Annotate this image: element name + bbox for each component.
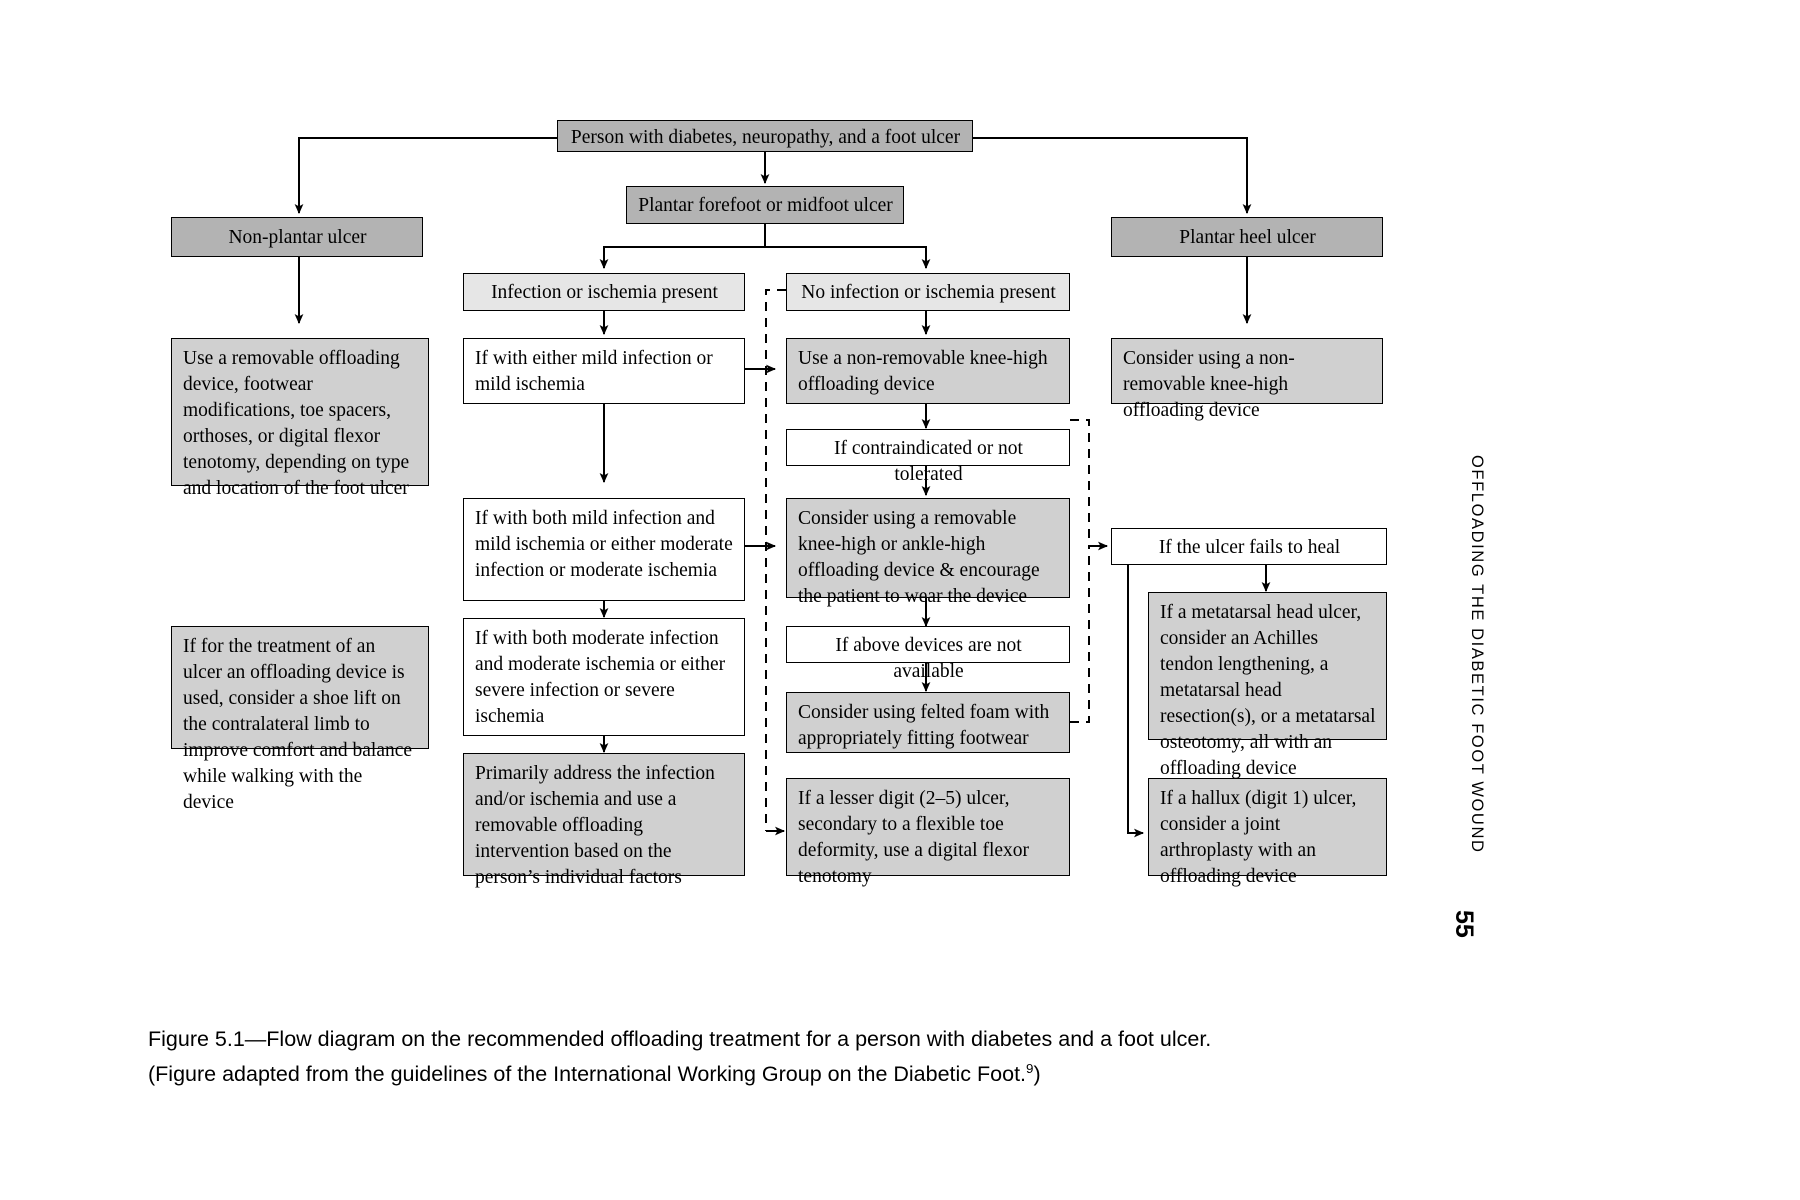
figure-caption-line2-post: ) [1033, 1061, 1041, 1086]
node-contraindicated: If contraindicated or not tolerated [786, 429, 1070, 485]
figure-caption: Figure 5.1—Flow diagram on the recommend… [148, 1022, 1444, 1092]
node-plantar-forefoot: Plantar forefoot or midfoot ulcer [626, 186, 904, 224]
node-plantar-forefoot-label: Plantar forefoot or midfoot ulcer [638, 195, 893, 216]
node-mild-label: If with either mild infection or mild is… [475, 348, 713, 395]
node-hallux-label: If a hallux (digit 1) ulcer, consider a … [1160, 788, 1357, 887]
figure-caption-line2: (Figure adapted from the guidelines of t… [148, 1057, 1444, 1092]
node-primarily-address: Primarily address the infection and/or i… [463, 753, 745, 888]
figure-caption-line1: Figure 5.1—Flow diagram on the recommend… [148, 1027, 1212, 1051]
node-felted-foam-label: Consider using felted foam with appropri… [798, 702, 1050, 749]
node-felted-foam: Consider using felted foam with appropri… [786, 692, 1070, 753]
node-fails-to-heal: If the ulcer fails to heal [1111, 528, 1387, 565]
node-not-available: If above devices are not available [786, 626, 1070, 682]
node-removable-knee-ankle-label: Consider using a removable knee-high or … [798, 508, 1040, 607]
node-severe: If with both moderate infection and mode… [463, 618, 745, 736]
node-nonplantar-shoelift: If for the treatment of an ulcer an offl… [171, 626, 429, 813]
node-moderate-label: If with both mild infection and mild isc… [475, 508, 733, 581]
node-nonplantar-shoelift-label: If for the treatment of an ulcer an offl… [183, 636, 413, 813]
node-nonplantar-ulcer-label: Non-plantar ulcer [228, 227, 367, 248]
node-primarily-address-label: Primarily address the infection and/or i… [475, 763, 715, 888]
node-removable-knee-ankle: Consider using a removable knee-high or … [786, 498, 1070, 607]
node-lesser-digit-label: If a lesser digit (2–5) ulcer, secondary… [798, 788, 1030, 887]
node-no-infection: No infection or ischemia present [786, 273, 1070, 311]
node-metatarsal: If a metatarsal head ulcer, consider an … [1148, 592, 1387, 779]
node-no-infection-label: No infection or ischemia present [801, 282, 1056, 303]
node-heel-nonremovable-label: Consider using a non-removable knee-high… [1123, 348, 1295, 421]
node-plantar-heel-ulcer: Plantar heel ulcer [1111, 217, 1383, 257]
node-nonplantar-treatment-label: Use a removable offloading device, footw… [183, 348, 410, 499]
node-root: Person with diabetes, neuropathy, and a … [557, 120, 973, 152]
node-plantar-heel-ulcer-label: Plantar heel ulcer [1179, 227, 1316, 248]
node-infection-present: Infection or ischemia present [463, 273, 745, 311]
node-lesser-digit: If a lesser digit (2–5) ulcer, secondary… [786, 778, 1070, 887]
node-hallux: If a hallux (digit 1) ulcer, consider a … [1148, 778, 1387, 887]
node-fails-to-heal-label: If the ulcer fails to heal [1158, 537, 1341, 558]
page-number: 55 [1450, 910, 1478, 938]
running-header-title: OFFLOADING THE DIABETIC FOOT WOUND [1468, 455, 1486, 854]
node-infection-present-label: Infection or ischemia present [491, 282, 718, 303]
node-nonremovable-knee-label: Use a non-removable knee-high offloading… [798, 348, 1048, 395]
figure-caption-line2-pre: (Figure adapted from the guidelines of t… [148, 1061, 1027, 1086]
node-nonremovable-knee: Use a non-removable knee-high offloading… [786, 338, 1070, 404]
figure-caption-superscript: 9 [1026, 1060, 1034, 1076]
node-not-available-label: If above devices are not available [835, 635, 1022, 682]
node-metatarsal-label: If a metatarsal head ulcer, consider an … [1160, 602, 1376, 779]
node-mild: If with either mild infection or mild is… [463, 338, 745, 404]
node-nonplantar-ulcer: Non-plantar ulcer [171, 217, 423, 257]
node-root-label: Person with diabetes, neuropathy, and a … [570, 127, 961, 148]
node-moderate: If with both mild infection and mild isc… [463, 498, 745, 601]
node-nonplantar-treatment: Use a removable offloading device, footw… [171, 338, 429, 499]
node-severe-label: If with both moderate infection and mode… [475, 628, 726, 727]
node-contraindicated-label: If contraindicated or not tolerated [834, 438, 1023, 485]
node-heel-nonremovable: Consider using a non-removable knee-high… [1111, 338, 1383, 421]
